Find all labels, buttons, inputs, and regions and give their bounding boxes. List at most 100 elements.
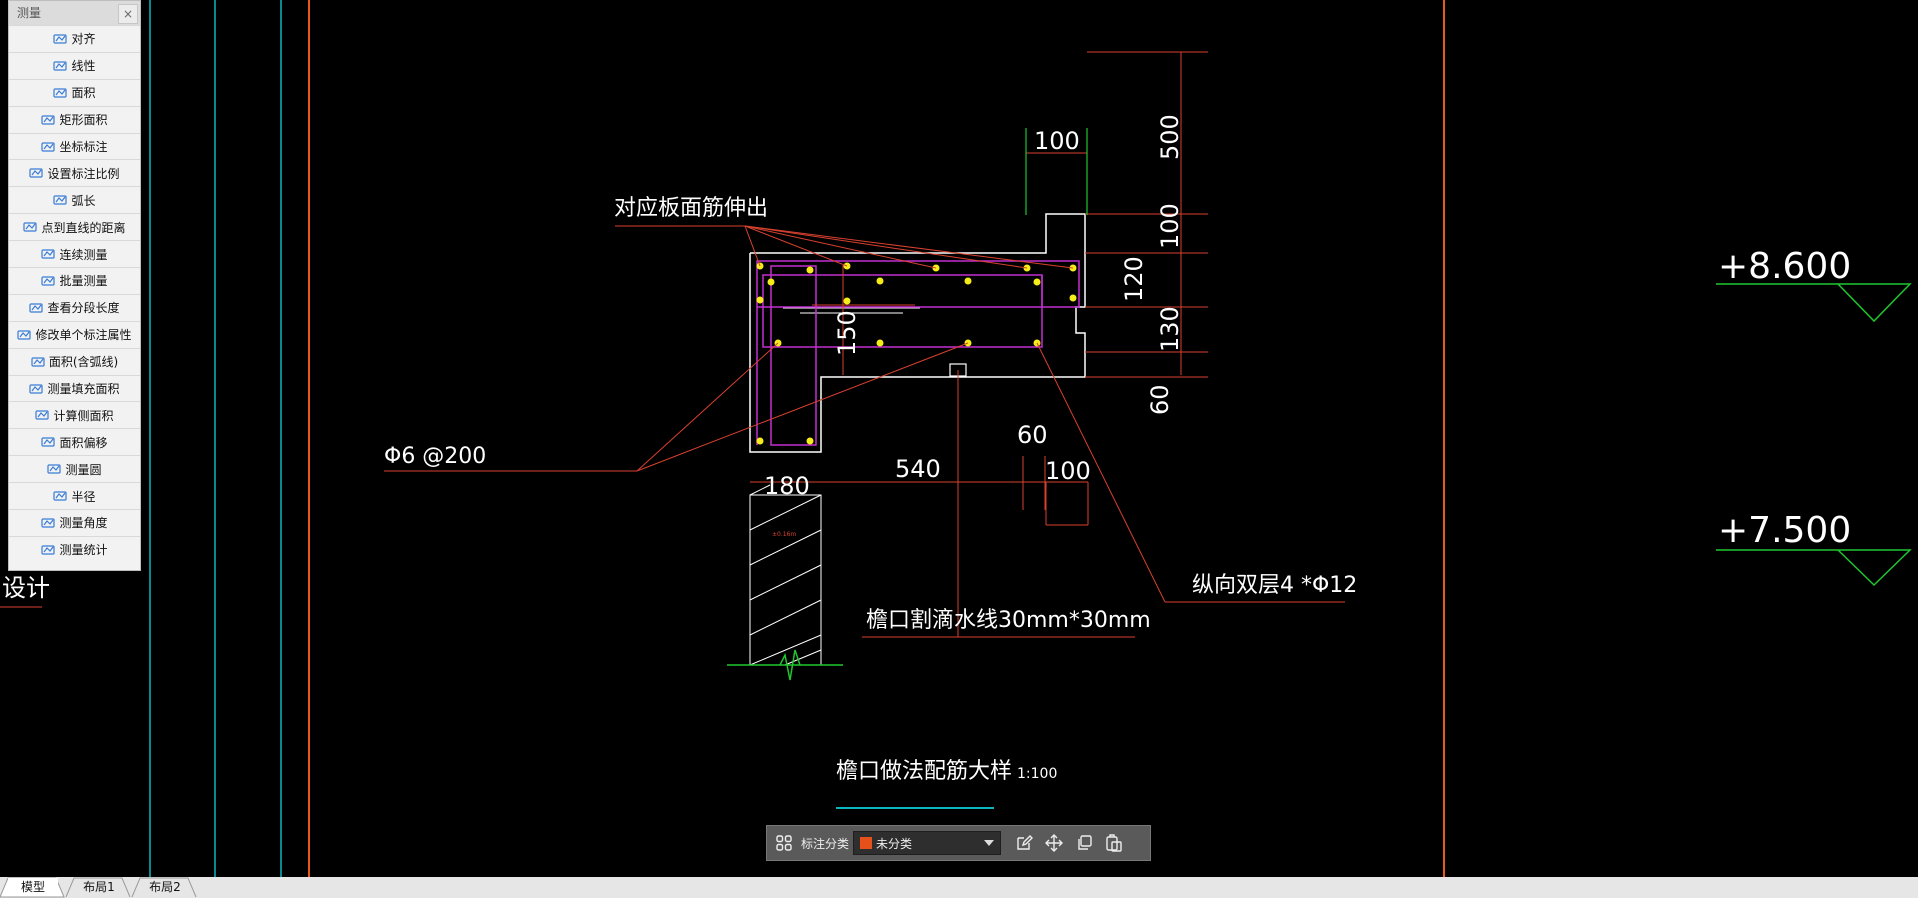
- category-color-swatch: [860, 837, 873, 849]
- dimension-toolbar: 标注分类 未分类: [766, 825, 1151, 861]
- dim-150: 150: [833, 310, 861, 356]
- tab-layout2[interactable]: 布局2: [149, 880, 181, 894]
- measure-tool-item[interactable]: 批量测量: [9, 267, 140, 294]
- left-partial-text: 设计: [2, 574, 50, 602]
- callout-stirrup: Φ6 @200: [384, 444, 486, 469]
- dim-180: 180: [764, 472, 810, 500]
- category-label: 标注分类: [801, 836, 850, 851]
- close-icon[interactable]: ×: [118, 4, 138, 24]
- copy-icon[interactable]: [1071, 830, 1097, 856]
- measure-tool-item[interactable]: 测量角度: [9, 509, 140, 536]
- callout-drip-line: 檐口割滴水线30mm*30mm: [866, 608, 1151, 633]
- radius-icon: [53, 490, 68, 502]
- layout-tabs: 模型 布局1 布局2: [0, 877, 1918, 898]
- measure-tool-item[interactable]: 查看分段长度: [9, 293, 140, 321]
- measure-tool-item[interactable]: 连续测量: [9, 240, 140, 267]
- drawing-title: 檐口做法配筋大样: [836, 759, 1012, 784]
- measure-panel-title: 测量: [17, 6, 42, 20]
- measure-tool-label: 半径: [71, 489, 96, 504]
- measure-tool-item[interactable]: 修改单个标注属性: [9, 320, 140, 348]
- drawing-scale: 1:100: [1017, 766, 1057, 782]
- measure-panel: 测量 × 对齐线性面积矩形面积坐标标注设置标注比例弧长点到直线的距离连续测量批量…: [8, 0, 141, 571]
- measure-tool-label: 坐标标注: [59, 140, 108, 154]
- measure-tool-label: 测量填充面积: [47, 382, 120, 397]
- callout-longitudinal: 纵向双层4 *Φ12: [1192, 573, 1357, 598]
- cad-canvas[interactable]: 设计 ±0.16m: [0, 0, 1918, 877]
- segment-length-icon: [29, 302, 44, 314]
- coordinate-dimension-icon: [41, 141, 56, 153]
- measure-tool-item[interactable]: 弧长: [9, 186, 140, 213]
- elevation-upper: +8.600: [1718, 246, 1851, 287]
- small-red-label: ±0.16m: [772, 531, 796, 538]
- tab-layout1[interactable]: 布局1: [83, 880, 115, 894]
- dim-100-right: 100: [1156, 203, 1184, 249]
- measure-tool-item[interactable]: 面积: [9, 78, 140, 106]
- callout-top-rebar: 对应板面筋伸出: [614, 196, 768, 221]
- measure-tool-item[interactable]: 线性: [9, 51, 140, 79]
- measure-tool-label: 矩形面积: [59, 113, 108, 128]
- measure-tool-label: 设置标注比例: [47, 166, 120, 181]
- chevron-down-icon[interactable]: [984, 840, 995, 846]
- category-select[interactable]: 未分类: [853, 831, 1002, 855]
- edit-icon[interactable]: [1011, 830, 1037, 856]
- measure-tool-item[interactable]: 测量填充面积: [9, 374, 140, 402]
- arc-area-icon: [31, 356, 45, 368]
- measure-tool-label: 面积(含弧线): [48, 355, 119, 370]
- point-to-line-icon: [23, 221, 38, 233]
- dim-130: 130: [1156, 306, 1184, 352]
- elevation-lower: +7.500: [1718, 510, 1851, 551]
- grid-icon[interactable]: [771, 830, 797, 856]
- dim-60-bottom: 60: [1017, 421, 1048, 449]
- measure-tool-item[interactable]: 面积偏移: [9, 428, 140, 455]
- tab-model[interactable]: 模型: [8, 878, 58, 896]
- measure-tool-label: 面积偏移: [59, 435, 108, 450]
- measure-tool-label: 批量测量: [59, 274, 108, 289]
- measure-tool-item[interactable]: 计算侧面积: [9, 401, 140, 428]
- rectangle-area-icon: [41, 114, 56, 126]
- brick-wall-hatch: [749, 484, 822, 666]
- rebar-cage: [756, 260, 1080, 446]
- measure-tool-item[interactable]: 坐标标注: [9, 132, 140, 160]
- green-extension-lines: [1025, 128, 1088, 215]
- batch-measure-icon: [41, 275, 56, 287]
- measure-tool-item[interactable]: 设置标注比例: [9, 159, 140, 186]
- measure-circle-icon: [47, 463, 62, 475]
- edit-dimension-icon: [17, 329, 32, 341]
- dimension-lines: [750, 51, 1208, 526]
- measure-tool-item[interactable]: 测量统计: [9, 535, 140, 563]
- linear-dimension-icon: [53, 60, 68, 72]
- measure-tool-label: 面积: [71, 86, 96, 101]
- measure-tool-item[interactable]: 测量圆: [9, 455, 140, 482]
- area-icon: [53, 87, 68, 99]
- elevation-upper-symbol: [1716, 283, 1912, 323]
- measure-tool-item[interactable]: 对齐: [9, 25, 140, 52]
- measure-panel-header[interactable]: 测量 ×: [9, 1, 140, 25]
- area-offset-icon: [41, 436, 56, 448]
- dim-100-bottom: 100: [1045, 457, 1091, 485]
- measure-tool-label: 测量圆: [65, 462, 102, 477]
- measure-stats-icon: [41, 544, 56, 556]
- elevation-lower-symbol: [1716, 549, 1912, 587]
- dim-100-top: 100: [1034, 127, 1080, 155]
- measure-tool-item[interactable]: 点到直线的距离: [9, 213, 140, 240]
- break-symbol: [779, 649, 801, 681]
- measure-tool-label: 修改单个标注属性: [35, 328, 132, 343]
- measure-tool-item[interactable]: 面积(含弧线): [9, 347, 140, 375]
- dim-540: 540: [895, 455, 941, 483]
- measure-tool-label: 连续测量: [59, 247, 108, 262]
- measure-tool-item[interactable]: 矩形面积: [9, 105, 140, 133]
- rebar-dots: [756, 262, 1077, 445]
- paste-icon[interactable]: [1101, 830, 1127, 856]
- side-area-icon: [35, 409, 50, 421]
- measure-angle-icon: [41, 517, 56, 529]
- dim-120: 120: [1120, 256, 1148, 302]
- category-value: 未分类: [876, 836, 913, 851]
- continuous-measure-icon: [41, 248, 56, 260]
- move-icon[interactable]: [1041, 830, 1067, 856]
- aligned-dimension-icon: [53, 33, 68, 45]
- hatch-area-icon: [29, 383, 44, 395]
- measure-tool-item[interactable]: 半径: [9, 482, 140, 509]
- measure-tool-label: 查看分段长度: [47, 301, 120, 316]
- dimension-scale-icon: [29, 167, 44, 179]
- measure-tool-label: 测量角度: [59, 516, 108, 531]
